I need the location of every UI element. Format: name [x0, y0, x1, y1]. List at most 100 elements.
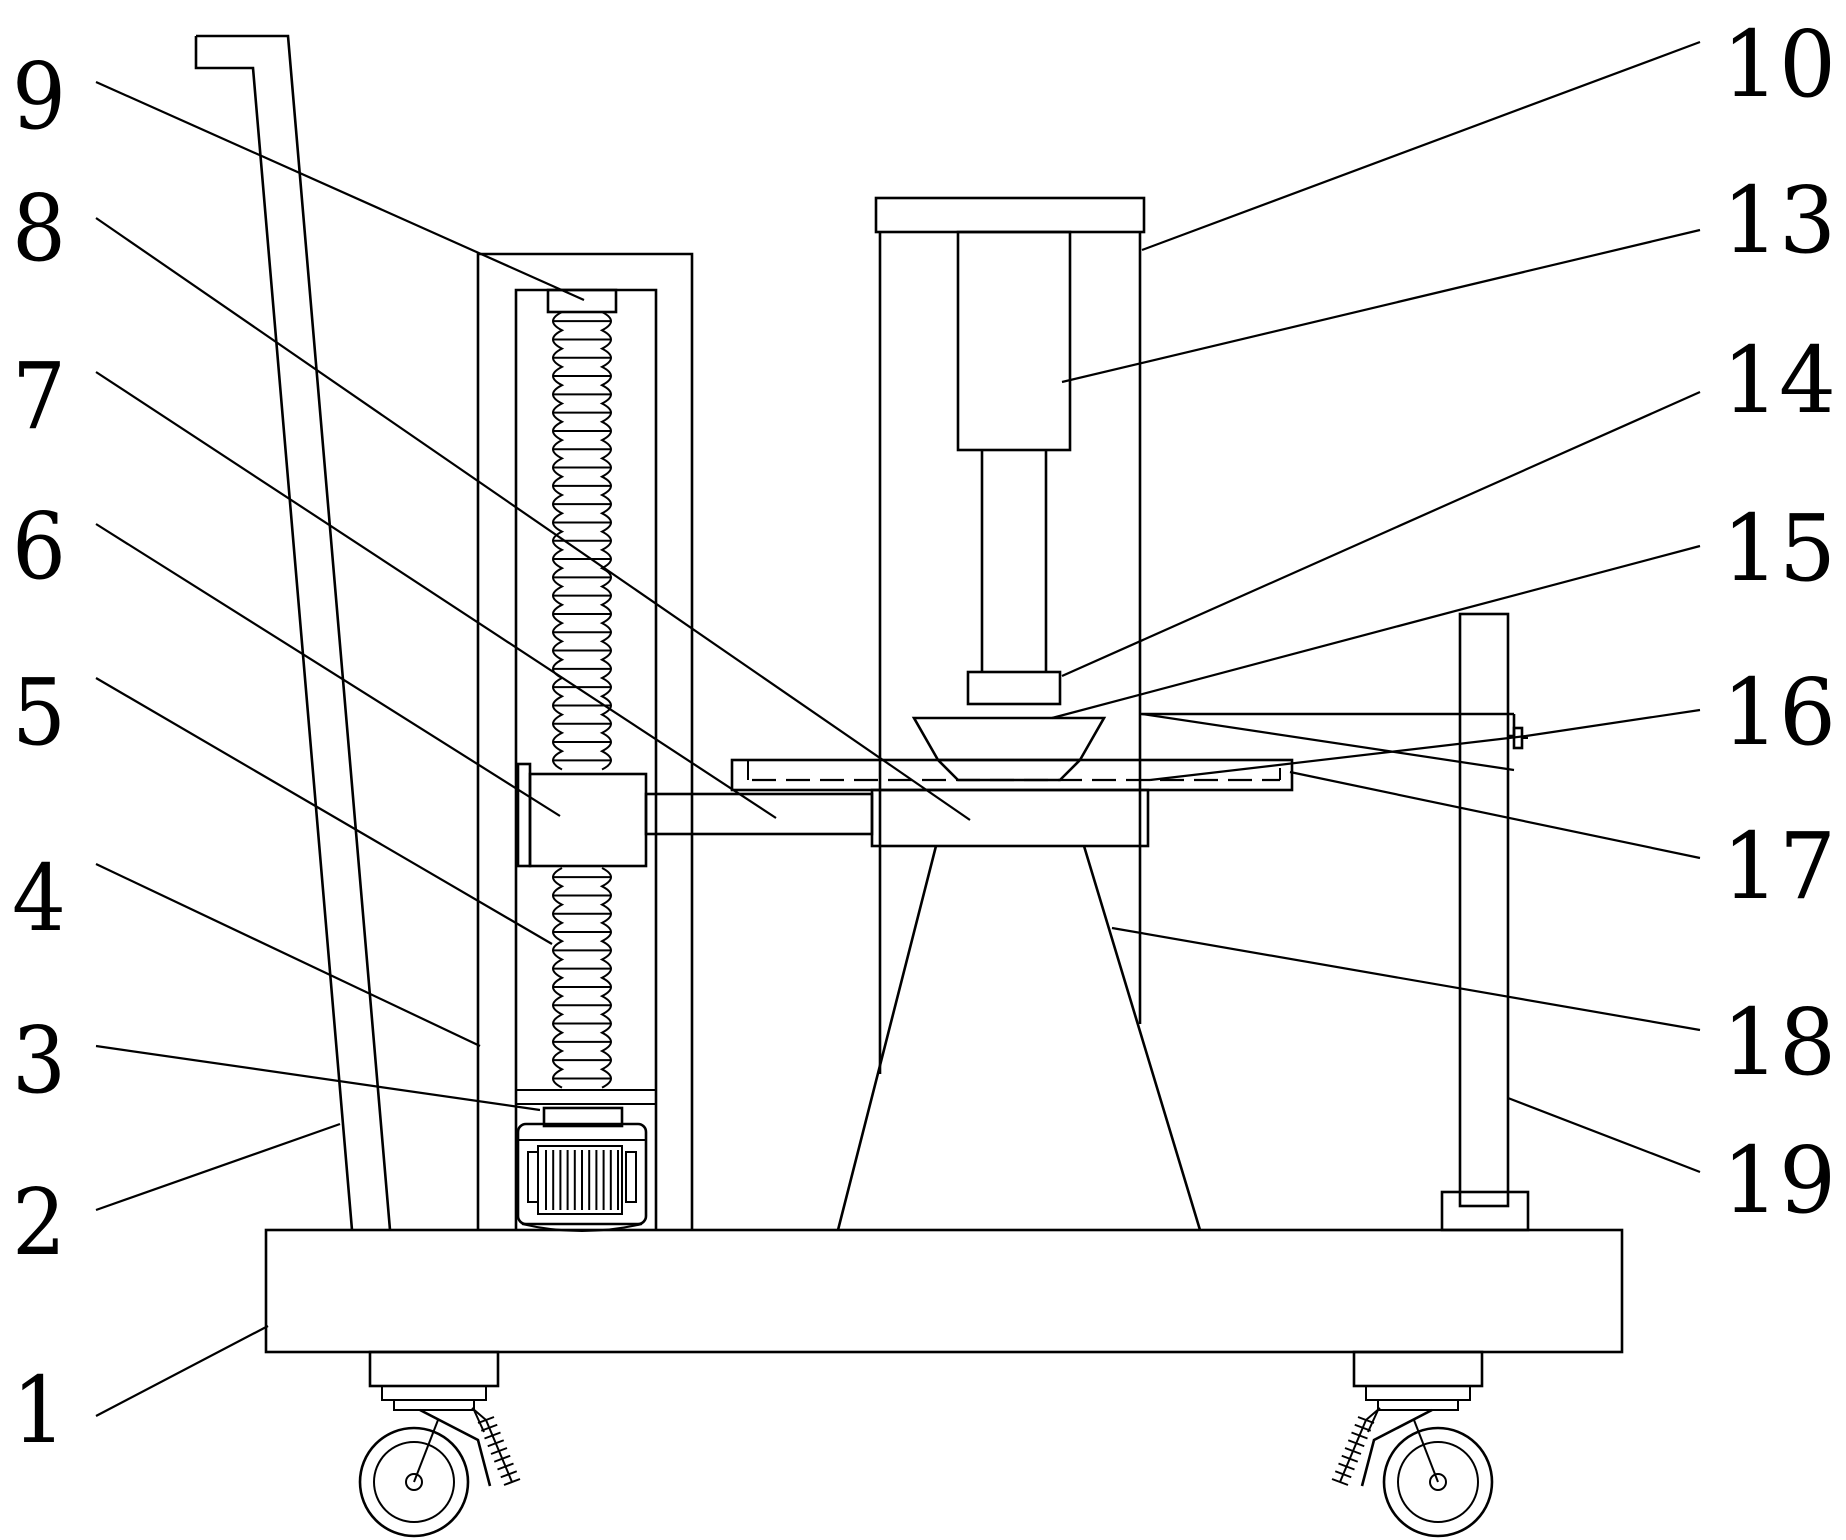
- leader-16: [1525, 708, 1701, 738]
- leader-lines: [95, 40, 1701, 1417]
- leader-10: [1141, 40, 1701, 252]
- lead-screw: [552, 311, 612, 1089]
- brake-spring-coil: [1344, 1447, 1362, 1455]
- cylinder: [956, 230, 1072, 452]
- leader-9: [95, 80, 585, 302]
- brake-lever: [1365, 1407, 1381, 1421]
- wheel-hub: [405, 1473, 423, 1491]
- push-handle: [194, 34, 392, 1231]
- brake-lever: [471, 1407, 487, 1421]
- brake-spring-coil: [1347, 1439, 1365, 1448]
- leader-7: [95, 371, 777, 819]
- brake-spring-coil: [477, 1416, 495, 1424]
- screw-edge-right: [599, 311, 612, 771]
- caster-mount: [368, 1350, 500, 1388]
- caster-swivel: [393, 1400, 475, 1411]
- brake-spring-coil: [480, 1423, 498, 1432]
- screw-edge-left: [552, 311, 565, 771]
- slider-nut: [516, 762, 648, 868]
- wheel-inner: [373, 1441, 455, 1523]
- leader-4: [95, 863, 481, 1047]
- label-14: 14: [1722, 327, 1836, 434]
- leader-15: [1051, 544, 1701, 720]
- screw-edge-left: [552, 867, 565, 1089]
- label-10: 10: [1722, 11, 1836, 118]
- caster-plate: [1365, 1386, 1471, 1401]
- wheel-arm: [413, 1419, 439, 1483]
- label-4: 4: [12, 845, 66, 952]
- leader-18: [1111, 926, 1701, 1032]
- leader-5: [95, 677, 553, 945]
- brake-spring-coil: [1357, 1416, 1375, 1424]
- leader-3: [95, 1044, 541, 1112]
- piston-rod: [980, 450, 1048, 672]
- leader-2: [95, 1122, 341, 1212]
- brake-spring-coil: [503, 1478, 521, 1486]
- side-column: [1440, 612, 1530, 1232]
- label-2: 2: [12, 1169, 66, 1276]
- wheel-hub: [1429, 1473, 1447, 1491]
- label-8: 8: [12, 175, 66, 282]
- brake-spring-coil: [487, 1439, 505, 1448]
- brake-spring-coil: [1351, 1431, 1368, 1440]
- connecting-arm: [644, 792, 874, 836]
- leader-13: [1061, 228, 1701, 384]
- caster-plate: [381, 1386, 487, 1401]
- brake-spring-coil: [1341, 1454, 1359, 1463]
- leader-16b: [1149, 734, 1527, 782]
- wheel-outer: [1382, 1426, 1494, 1538]
- label-9: 9: [12, 43, 66, 150]
- press-head: [966, 670, 1062, 706]
- tray: [730, 758, 1294, 792]
- brake-spring-coil: [490, 1447, 508, 1455]
- caster-right: [1331, 1350, 1494, 1538]
- label-7: 7: [12, 343, 66, 450]
- label-13: 13: [1722, 167, 1836, 274]
- brake-spring-coil: [1334, 1470, 1352, 1479]
- wheel-outer: [358, 1426, 470, 1538]
- base-plate: [264, 1228, 1624, 1354]
- mounting-block: [870, 788, 1150, 848]
- brake-spring-coil: [500, 1470, 518, 1479]
- leader-8: [95, 217, 971, 821]
- label-19: 19: [1722, 1127, 1836, 1234]
- brake-spring-coil: [497, 1462, 514, 1471]
- leader-1: [95, 1325, 269, 1417]
- leader-19: [1507, 1096, 1701, 1174]
- motor-fin-box: [537, 1145, 623, 1215]
- conical-support: [836, 845, 1202, 1231]
- press-frame: [874, 196, 1146, 1074]
- caster-fork: [419, 1408, 492, 1487]
- funnel: [911, 716, 1107, 782]
- label-5: 5: [12, 659, 66, 766]
- wheel-inner: [1397, 1441, 1479, 1523]
- leader-17: [1289, 770, 1701, 860]
- caster-mount: [1352, 1350, 1484, 1388]
- part-labels: 9 8 7 6 5 4 3 2 1 10 13 14 15 16 17 18 1…: [12, 11, 1836, 1464]
- motor: [516, 1106, 648, 1232]
- caster-fork-edge: [473, 1409, 485, 1433]
- screw-bearing: [546, 288, 618, 314]
- brake-spring-coil: [493, 1454, 511, 1463]
- label-16: 16: [1722, 659, 1836, 766]
- caster-fork-edge: [1367, 1409, 1379, 1433]
- caster-left: [358, 1350, 521, 1538]
- leader-17b: [1141, 712, 1515, 772]
- brake-spring-coil: [1331, 1478, 1349, 1486]
- caster-fork: [1360, 1408, 1433, 1487]
- label-15: 15: [1722, 495, 1836, 602]
- label-6: 6: [12, 493, 66, 600]
- wheel-arm: [1413, 1419, 1439, 1483]
- caster-swivel: [1377, 1400, 1459, 1411]
- brake-spring-coil: [1354, 1423, 1372, 1432]
- label-18: 18: [1722, 989, 1836, 1096]
- label-1: 1: [12, 1357, 66, 1464]
- screw-edge-right: [599, 867, 612, 1089]
- label-17: 17: [1722, 813, 1836, 920]
- leader-14: [1061, 390, 1701, 678]
- brake-spring-coil: [484, 1431, 501, 1440]
- label-3: 3: [12, 1007, 66, 1114]
- leader-6: [95, 523, 561, 817]
- brake-spring-coil: [1338, 1462, 1355, 1471]
